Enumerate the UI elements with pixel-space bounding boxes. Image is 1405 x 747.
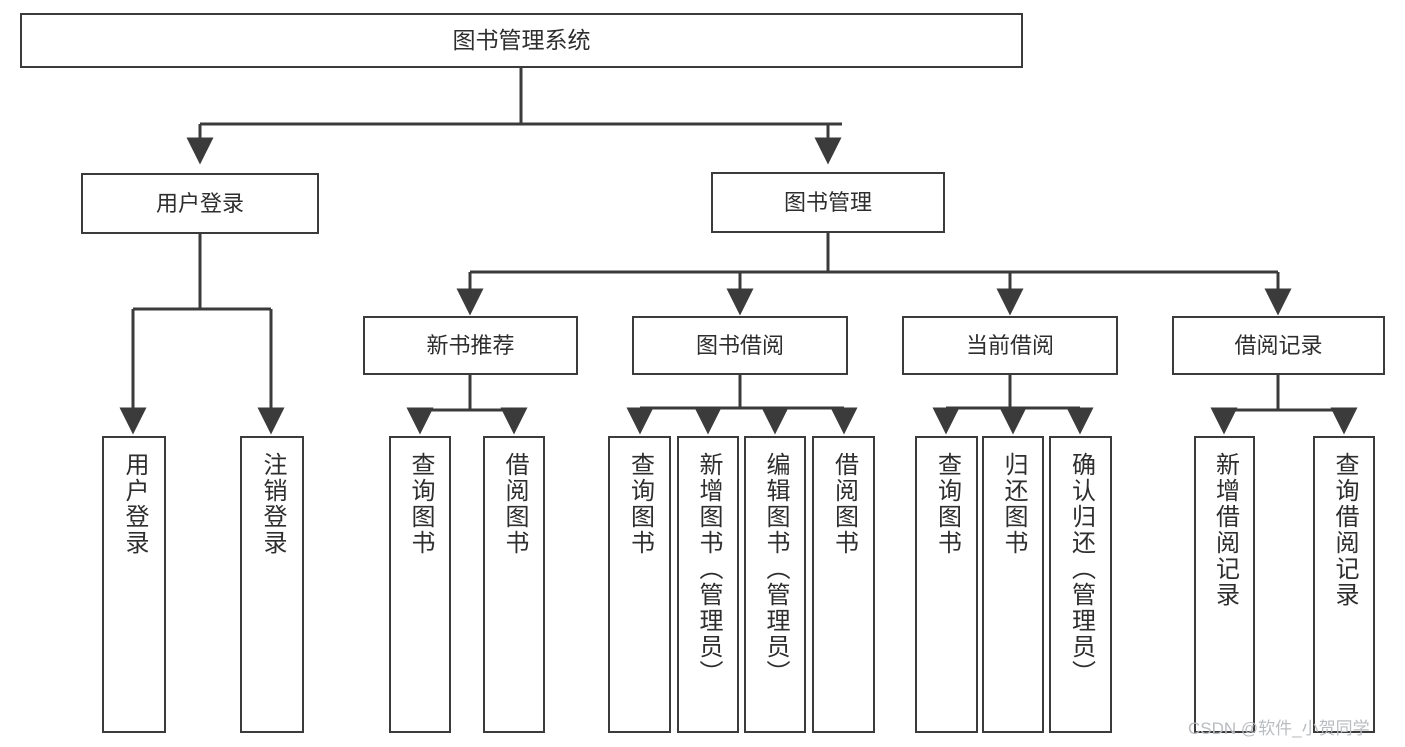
leaf-edit-book-label: 编辑图书（管理员） <box>762 452 789 686</box>
node-root-label: 图书管理系统 <box>452 27 591 54</box>
leaf-return-book[interactable]: 归还图书 <box>982 436 1044 733</box>
leaf-query-book-2-label: 查询图书 <box>626 452 654 556</box>
node-book-manage-label: 图书管理 <box>783 189 872 215</box>
node-root[interactable]: 图书管理系统 <box>20 13 1023 68</box>
leaf-user-login[interactable]: 用户登录 <box>102 436 166 733</box>
leaf-add-book-label: 新增图书（管理员） <box>695 452 722 686</box>
watermark-text: CSDN @软件_小贺同学 <box>1188 719 1370 738</box>
leaf-query-book-3[interactable]: 查询图书 <box>915 436 978 733</box>
leaf-borrow-book-1-label: 借阅图书 <box>501 452 528 556</box>
node-book-borrow-label: 图书借阅 <box>695 332 784 358</box>
leaf-add-record-label: 新增借阅记录 <box>1211 452 1239 608</box>
node-user-login[interactable]: 用户登录 <box>81 173 319 234</box>
leaf-user-login-label: 用户登录 <box>121 452 148 556</box>
node-borrow-record-label: 借阅记录 <box>1234 332 1323 358</box>
node-book-manage[interactable]: 图书管理 <box>711 172 945 233</box>
leaf-query-record[interactable]: 查询借阅记录 <box>1313 436 1375 733</box>
leaf-borrow-book-2-label: 借阅图书 <box>830 452 858 556</box>
leaf-borrow-book-1[interactable]: 借阅图书 <box>483 436 545 733</box>
leaf-return-book-label: 归还图书 <box>1000 452 1027 556</box>
leaf-query-book-2[interactable]: 查询图书 <box>608 436 671 733</box>
leaf-query-book-1[interactable]: 查询图书 <box>389 436 451 733</box>
leaf-query-book-3-label: 查询图书 <box>933 452 961 556</box>
leaf-add-record[interactable]: 新增借阅记录 <box>1194 436 1255 733</box>
leaf-query-record-label: 查询借阅记录 <box>1331 452 1358 608</box>
node-user-login-label: 用户登录 <box>155 190 244 216</box>
node-current-borrow[interactable]: 当前借阅 <box>902 316 1118 375</box>
leaf-add-book[interactable]: 新增图书（管理员） <box>677 436 739 733</box>
leaf-query-book-1-label: 查询图书 <box>407 452 434 556</box>
node-current-borrow-label: 当前借阅 <box>965 332 1054 358</box>
node-new-book-recommend[interactable]: 新书推荐 <box>363 316 578 375</box>
leaf-confirm-return-label: 确认归还（管理员） <box>1067 452 1095 686</box>
leaf-borrow-book-2[interactable]: 借阅图书 <box>812 436 875 733</box>
leaf-logout-login-label: 注销登录 <box>259 452 286 556</box>
leaf-confirm-return[interactable]: 确认归还（管理员） <box>1049 436 1112 733</box>
leaf-logout-login[interactable]: 注销登录 <box>240 436 304 733</box>
node-new-book-recommend-label: 新书推荐 <box>426 332 515 358</box>
node-book-borrow[interactable]: 图书借阅 <box>632 316 848 375</box>
leaf-edit-book[interactable]: 编辑图书（管理员） <box>744 436 806 733</box>
node-borrow-record[interactable]: 借阅记录 <box>1172 316 1385 375</box>
